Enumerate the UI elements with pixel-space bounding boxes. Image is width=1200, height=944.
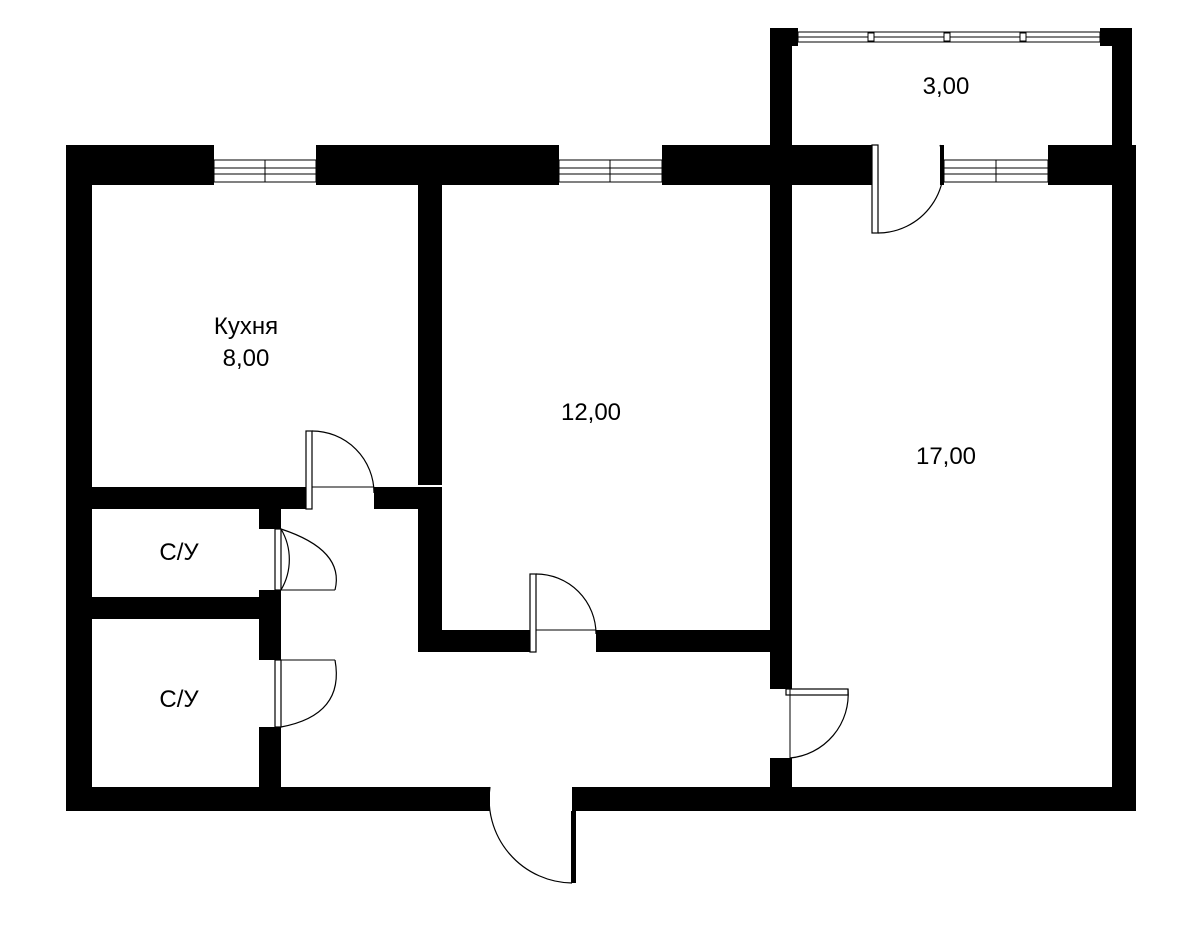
- wall-living-left-lower: [770, 758, 792, 798]
- wall-kitchen-bedroom: [418, 185, 442, 485]
- entrance-jamb: [572, 787, 576, 883]
- kitchen-name-label: Кухня: [214, 313, 278, 340]
- door-kitchen: [305, 430, 375, 510]
- balcony-post-left: [770, 28, 798, 46]
- balcony-post-right: [1100, 28, 1132, 46]
- wall-bath-right-1: [259, 509, 281, 529]
- balcony-wall-left: [770, 28, 792, 185]
- wall-bedroom-bottom-1: [418, 630, 530, 652]
- window-living: [943, 159, 1049, 183]
- door-bedroom: [529, 573, 597, 653]
- bedroom-area-label: 12,00: [561, 399, 621, 426]
- wall-left: [66, 145, 92, 811]
- door-entrance: [488, 786, 573, 884]
- wall-bedroom-bottom-2: [596, 630, 772, 652]
- wall-top-2: [316, 145, 559, 185]
- balcony-wall-right: [1112, 28, 1132, 185]
- wall-top-3: [662, 145, 872, 185]
- interior-walls: [92, 185, 792, 798]
- outer-walls: [66, 145, 1136, 883]
- wall-kitchen-bottom-1: [92, 487, 306, 509]
- wall-right: [1112, 145, 1136, 811]
- balcony-window: [797, 31, 1101, 43]
- wall-bedroom-living: [770, 185, 792, 689]
- balcony: [770, 28, 1132, 185]
- door-living: [785, 688, 849, 759]
- wall-bottom-2: [572, 787, 1136, 811]
- door-balcony: [871, 144, 945, 234]
- wall-kitchen-bottom-2: [374, 487, 442, 509]
- door-bathroom-1: [274, 528, 337, 591]
- window-bedroom: [558, 159, 663, 183]
- kitchen-area-label: 8,00: [223, 345, 270, 372]
- bathroom-2-label: С/У: [159, 686, 199, 713]
- window-kitchen: [213, 159, 317, 183]
- wall-bedroom-left-lower: [418, 508, 442, 652]
- balcony-area-label: 3,00: [923, 73, 970, 100]
- wall-bath-right-3: [259, 727, 281, 797]
- door-bathroom-2: [274, 659, 337, 728]
- wall-bath-divider: [92, 597, 281, 619]
- bathroom-1-label: С/У: [159, 539, 199, 566]
- living-area-label: 17,00: [916, 443, 976, 470]
